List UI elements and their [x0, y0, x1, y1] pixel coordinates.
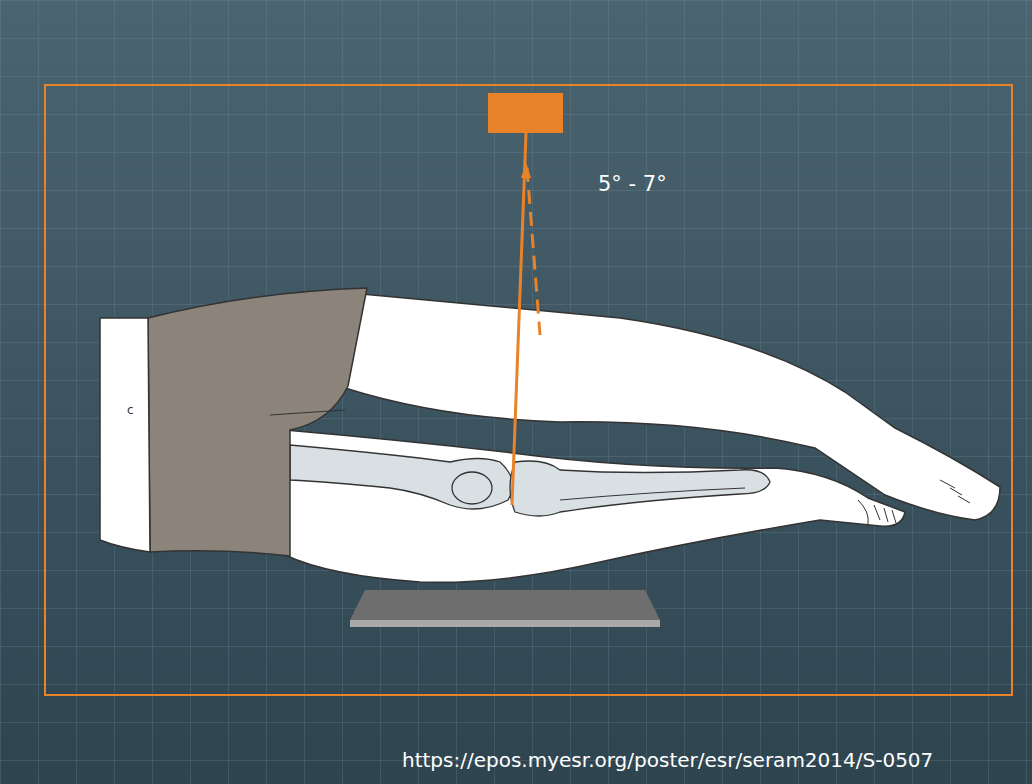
source-url: https://epos.myesr.org/poster/esr/seram2… [402, 748, 933, 772]
lower-leg [285, 430, 905, 582]
angle-arrow [521, 162, 531, 178]
condyle [452, 472, 492, 504]
mark-letter: c [127, 403, 134, 417]
shorts-seam [270, 410, 345, 415]
shorts [148, 288, 367, 556]
waist [100, 318, 150, 552]
vertical-reference [527, 168, 540, 335]
xray-tube [488, 93, 563, 133]
cushion [350, 590, 660, 620]
frame [45, 85, 1012, 695]
lower-toes [858, 500, 896, 524]
toes [940, 480, 970, 503]
tibia [510, 461, 770, 516]
femur [290, 445, 513, 509]
fibula [560, 488, 745, 500]
central-ray [512, 133, 526, 505]
angle-label: 5° - 7° [598, 172, 667, 196]
cassette [350, 620, 660, 627]
